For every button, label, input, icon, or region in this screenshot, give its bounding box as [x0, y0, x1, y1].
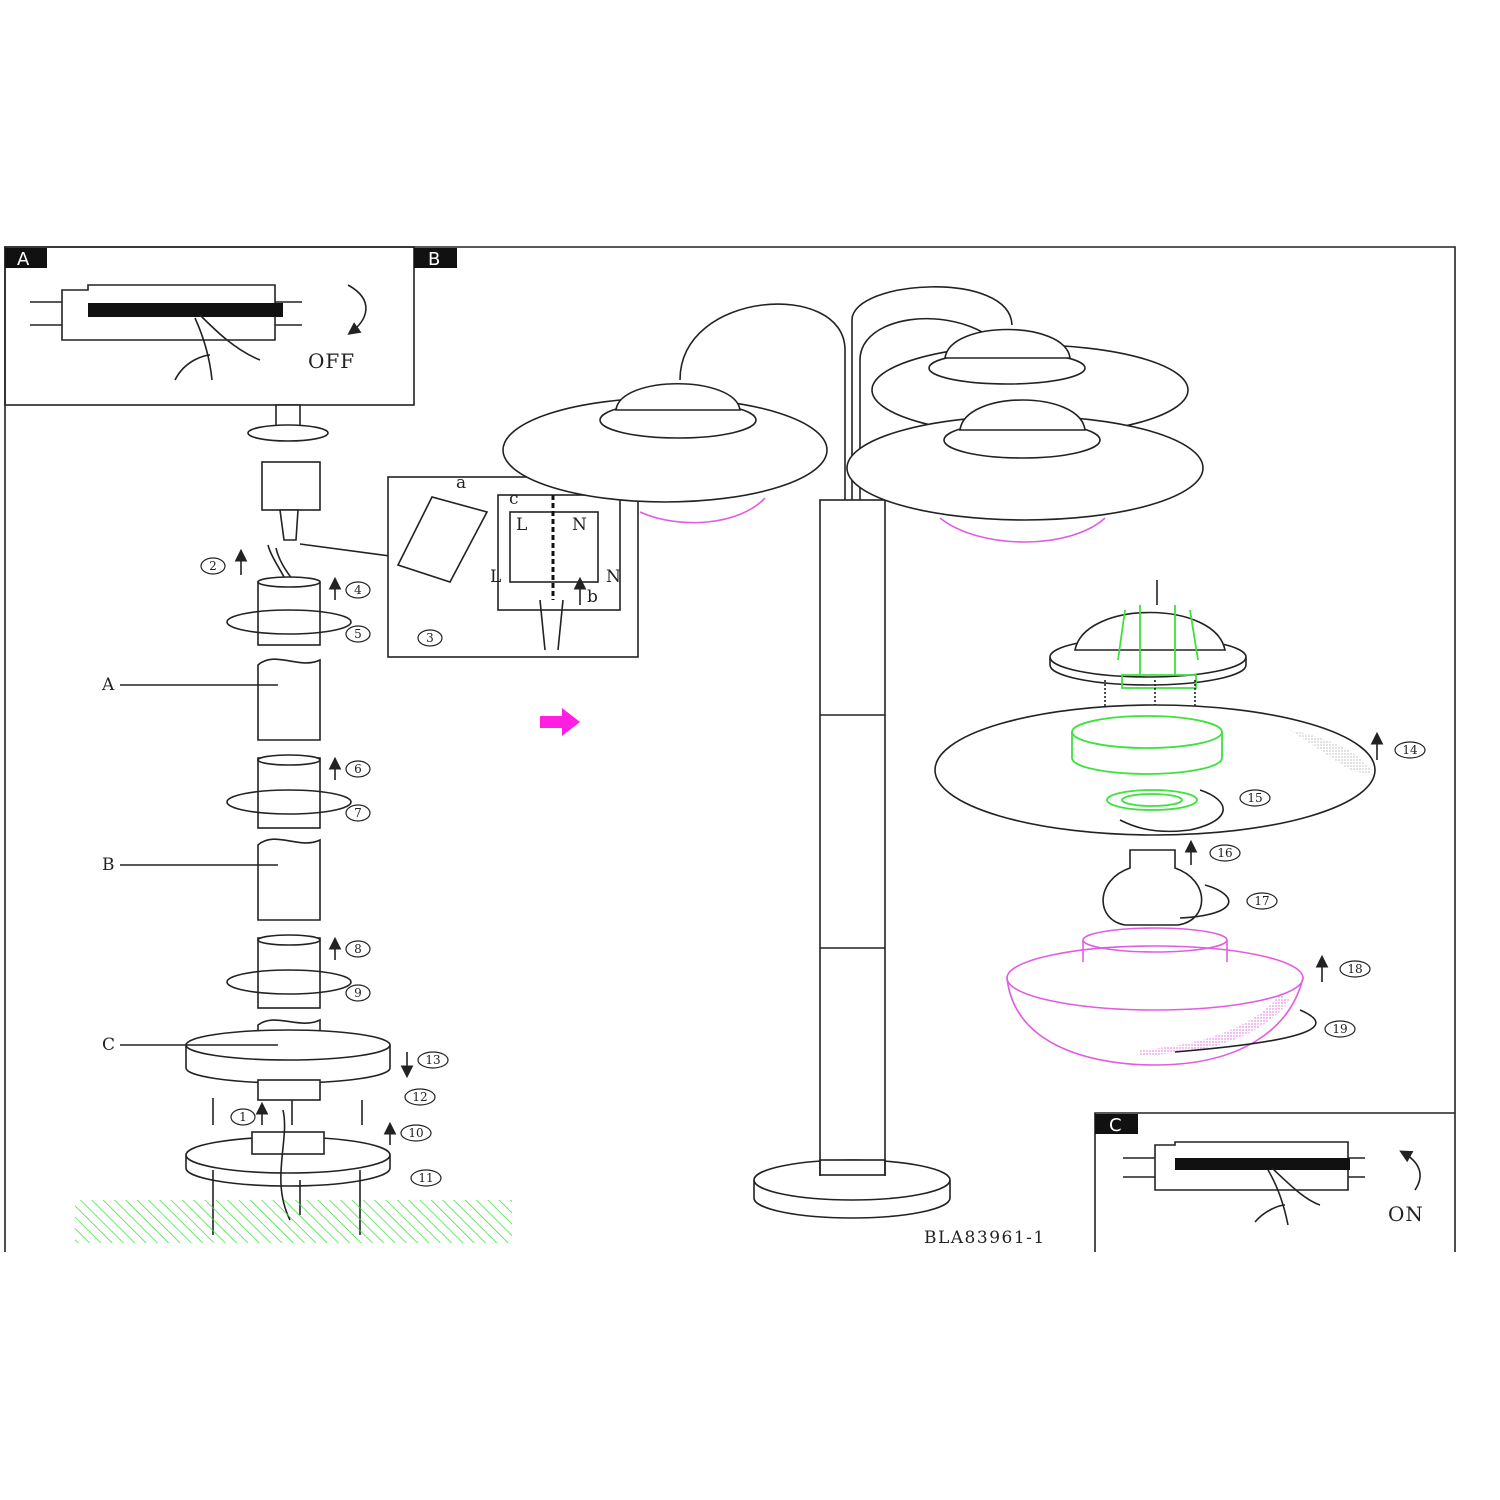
- on-label: ON: [1388, 1202, 1424, 1226]
- part-label-b: B: [102, 855, 278, 875]
- assembled-lamp: [502, 286, 1204, 1219]
- wiring-label-n-bottom: N: [606, 567, 621, 587]
- svg-text:B: B: [102, 855, 115, 875]
- step-marker-2: 2: [200, 557, 226, 575]
- off-label: OFF: [308, 349, 355, 373]
- panel-c-switch-on: C ON: [1094, 1112, 1455, 1252]
- step-marker-5: 5: [345, 625, 371, 643]
- step-marker-17: 17: [1246, 892, 1278, 910]
- step-number: 4: [354, 583, 362, 597]
- turn-on-arrow-icon: [1399, 1150, 1421, 1191]
- step-number: 12: [412, 1090, 427, 1104]
- step-number: 13: [425, 1053, 440, 1067]
- step-number: 7: [354, 806, 362, 820]
- step-number: 8: [354, 942, 362, 956]
- step-marker-4: 4: [345, 581, 371, 599]
- breaker-box-icon: [1123, 1141, 1365, 1226]
- step-marker-3: 3: [417, 629, 443, 647]
- step-marker-19: 19: [1324, 1020, 1356, 1038]
- step-number: 2: [209, 559, 217, 573]
- step-number: 17: [1254, 894, 1269, 908]
- step-number: 11: [418, 1171, 433, 1185]
- turn-off-arrow-icon: [347, 284, 367, 335]
- panel-b-tag: B: [428, 249, 440, 270]
- step-number: 1: [239, 1110, 247, 1124]
- step-marker-12: 12: [404, 1088, 436, 1106]
- step-marker-13: 13: [417, 1051, 449, 1069]
- ground-hatch: [75, 1200, 512, 1243]
- panel-a-switch-off: A OFF: [4, 246, 415, 406]
- pole-exploded-view: [185, 404, 391, 1235]
- step-marker-10: 10: [400, 1124, 432, 1142]
- step-marker-18: 18: [1339, 960, 1371, 978]
- step-marker-15: 15: [1239, 789, 1271, 807]
- breaker-box-icon: [30, 284, 302, 381]
- step-number: 19: [1332, 1022, 1347, 1036]
- next-step-arrow-icon: [540, 708, 580, 736]
- step-marker-14: 14: [1394, 741, 1426, 759]
- step-marker-6: 6: [345, 760, 371, 778]
- step-number: 9: [354, 986, 362, 1000]
- step-number: 6: [354, 762, 362, 776]
- sheet-frame: [4, 246, 1456, 1252]
- step-marker-11: 11: [410, 1169, 442, 1187]
- svg-text:A: A: [101, 675, 115, 695]
- step-number: 5: [354, 627, 362, 641]
- step-marker-9: 9: [345, 984, 371, 1002]
- step-number: 15: [1247, 791, 1262, 805]
- wiring-label-l-bottom: L: [490, 567, 501, 587]
- wiring-label-b: b: [587, 587, 598, 607]
- svg-text:C: C: [102, 1035, 115, 1055]
- panel-b-tag-bg: [414, 248, 457, 268]
- panel-a-tag: A: [17, 249, 30, 270]
- part-label-c: C: [102, 1035, 278, 1055]
- step-arrows: [234, 548, 1384, 1145]
- panel-a-tag-bg: [5, 248, 47, 268]
- lamp-head-exploded-view: [934, 580, 1376, 1066]
- step-number: 10: [408, 1126, 423, 1140]
- wiring-label-c: c: [509, 489, 519, 509]
- step-marker-8: 8: [345, 940, 371, 958]
- step-marker-1: 1: [230, 1108, 256, 1126]
- panel-c-tag-bg: [1095, 1114, 1138, 1134]
- step-number: 16: [1217, 846, 1232, 860]
- wiring-label-l-top: L: [516, 515, 527, 535]
- panel-c-tag: C: [1109, 1115, 1122, 1136]
- step-number: 18: [1347, 962, 1362, 976]
- step-marker-16: 16: [1209, 844, 1241, 862]
- wiring-label-n-top: N: [572, 515, 587, 535]
- wiring-label-a: a: [456, 473, 466, 493]
- step-number: 14: [1402, 743, 1418, 757]
- step-marker-7: 7: [345, 804, 371, 822]
- model-code: BLA83961-1: [924, 1228, 1046, 1248]
- step-number: 3: [426, 631, 434, 645]
- part-label-a: A: [101, 675, 278, 695]
- wiring-detail-panel: a c b L N L N: [299, 473, 639, 658]
